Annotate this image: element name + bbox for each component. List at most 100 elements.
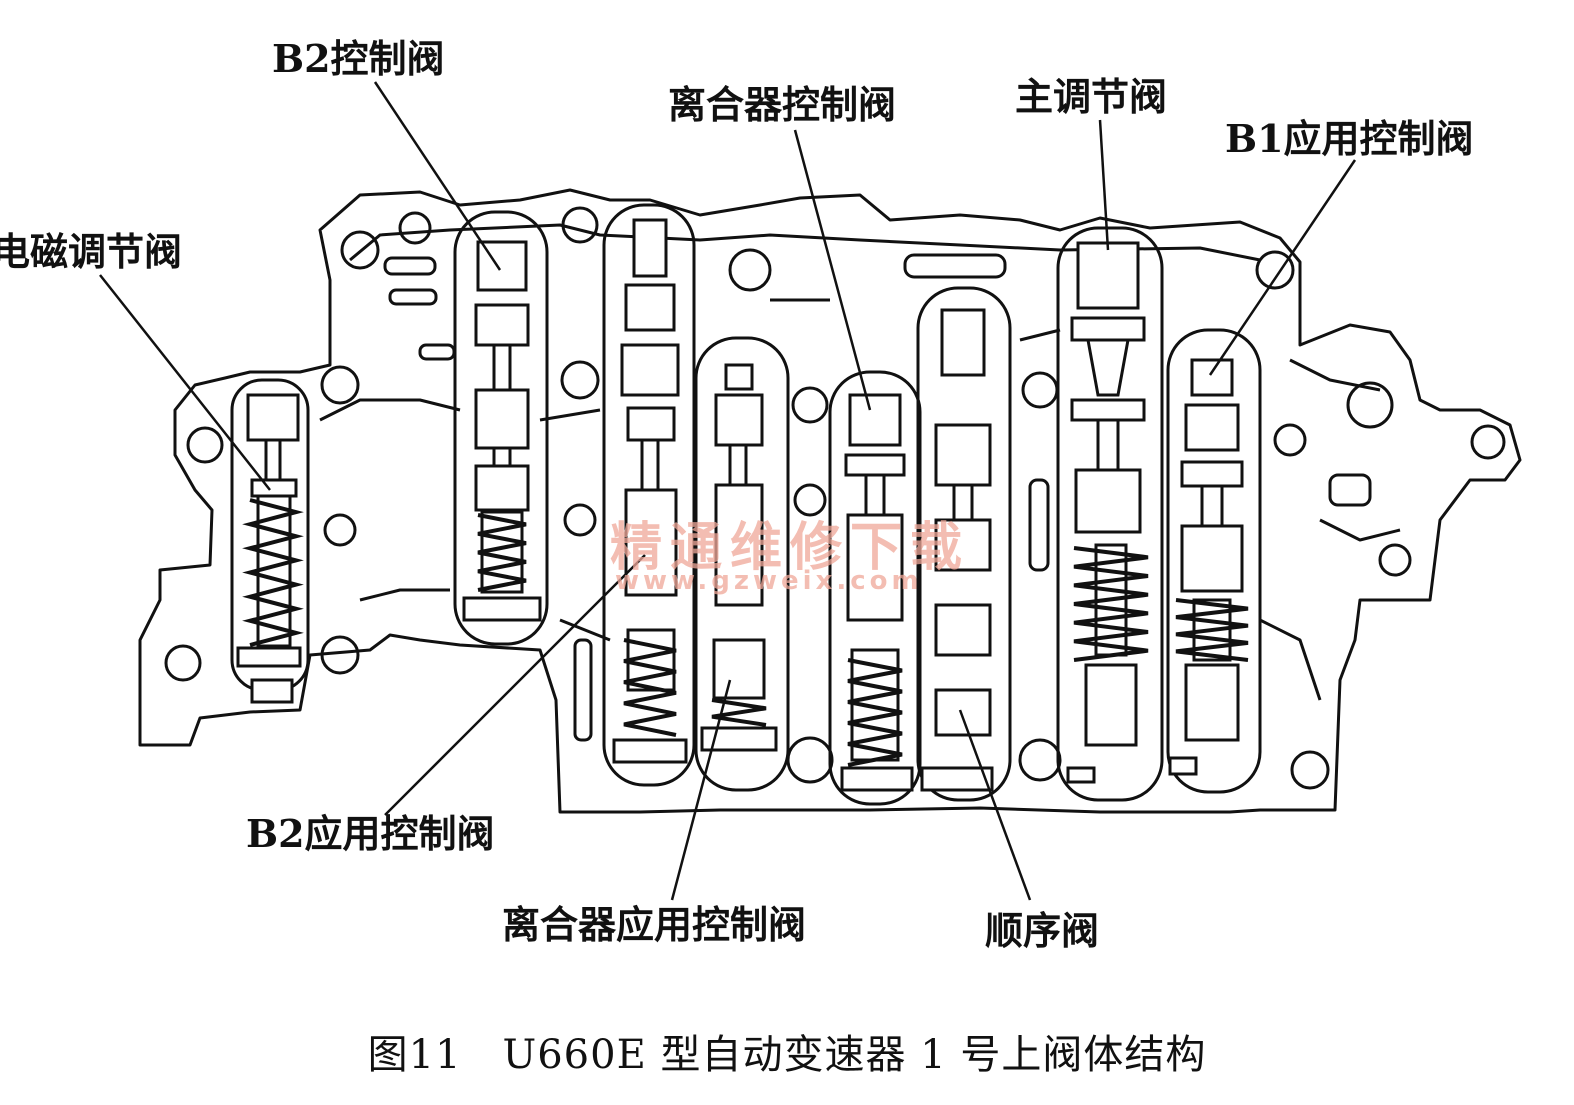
leader-b2-apply-control [384,554,646,816]
bore-5 [828,370,922,806]
spool-1-land-b [250,478,298,498]
spool-8-plunger [1184,663,1240,742]
spool-5-land-b [846,513,904,622]
spool-2-land-c [474,464,530,512]
hole-19 [1346,381,1394,429]
inner-contour-low [359,518,1401,701]
hole-14 [786,736,834,784]
hole-11 [728,248,772,292]
hole-22 [1378,543,1412,577]
spool-8-land-a [1184,403,1240,452]
hole-4 [323,513,357,547]
label-sequence-valve: 顺序阀 [985,908,1100,953]
bore-8 [1166,328,1262,794]
spool-7-cap [1076,241,1140,310]
slot-5 [1328,473,1372,507]
watermark-text: 精通维修下载 [610,518,971,578]
spool-5-cap [848,393,902,447]
watermark-url: www.gzweix.com [615,566,923,596]
hole-1 [186,426,224,464]
bore-3 [602,203,696,787]
spool-6-cap [940,308,986,377]
spool-5-base [840,766,914,792]
spool-1-base [236,646,302,668]
spool-6-land-a [934,423,992,487]
spool-2-land-a [474,303,530,347]
spool-7-plunger [1084,663,1138,747]
spring-4 [711,698,767,727]
spring-3 [623,638,677,737]
spring-7 [1175,598,1249,662]
spool-3-land-d [624,488,678,597]
spool-8-land-c [1180,524,1244,593]
spool-4-cap [724,363,754,391]
bore-6 [916,286,1012,802]
spool-7-land-c [1074,468,1142,534]
spool-1-foot [250,678,294,704]
spring-5 [847,658,903,767]
spool-8-stem [1200,484,1224,528]
figure-caption: 图11 U660E 型自动变速器 1 号上阀体结构 [367,1032,1207,1078]
spool-2-stem-b [492,446,512,468]
hole-8 [561,206,599,244]
spool-1-stem [264,438,282,482]
spool-8-base [1168,756,1198,776]
hole-15 [1021,371,1059,409]
spool-3-cap [632,218,668,278]
hole-20 [1470,424,1506,460]
spool-2-base [462,596,542,622]
spool-6-land-d [934,688,992,737]
hole-5 [320,635,360,675]
hole-6 [340,230,380,270]
spool-8-cap [1190,358,1234,397]
leader-sequence-valve [958,709,1032,901]
spool-6-base [920,766,994,792]
hole-12 [791,386,829,424]
hole-9 [560,360,600,400]
spring-1 [242,498,304,647]
bore-7 [1056,226,1164,802]
slot-7 [1028,478,1050,572]
hole-21 [1290,750,1330,790]
spool-4-land-a [714,393,764,447]
spool-3-stem [640,438,660,492]
hole-7 [398,211,432,245]
spool-4-land-c [712,638,766,700]
leader-clutch-control [793,129,872,411]
spool-4-land-b [714,483,764,607]
spool-3-land-b [620,343,680,397]
spool-7-stem [1096,418,1120,472]
spring-6 [1073,546,1149,662]
slot-2 [388,288,438,306]
label-solenoid-modulator: 电磁调节阀 [0,229,183,274]
spool-4-stem [728,443,748,487]
spool-3-land-c [626,406,676,442]
spring-2 [477,513,527,592]
spool-7-land-b [1070,398,1146,422]
valve-body-outline [138,188,1522,814]
spool-2-stem-a [492,343,512,392]
spool-1-land-a [246,393,300,442]
hole-18 [1273,423,1307,457]
spool-7-land-a [1070,316,1146,342]
hole-16 [1018,738,1062,782]
spool-6-land-c [934,603,992,657]
leader-solenoid-modulator [99,274,271,491]
label-clutch-apply-control: 离合器应用控制阀 [502,902,807,947]
spool-3-land-a [624,283,676,332]
slot-4 [903,253,1007,279]
label-main-regulator: 主调节阀 [1015,74,1168,119]
inner-contour-mid [319,298,1381,422]
spool-2-land-b [474,388,530,450]
spool-7-base [1066,766,1096,784]
bore-4 [694,336,790,792]
spool-3-base [612,738,688,764]
leader-main-regulator [1098,119,1110,251]
bore-2 [453,210,549,646]
label-b2-control: B2控制阀 [272,36,445,81]
leader-b2-control [373,81,502,271]
spool-6-land-b [934,518,992,572]
hole-13 [793,483,827,517]
